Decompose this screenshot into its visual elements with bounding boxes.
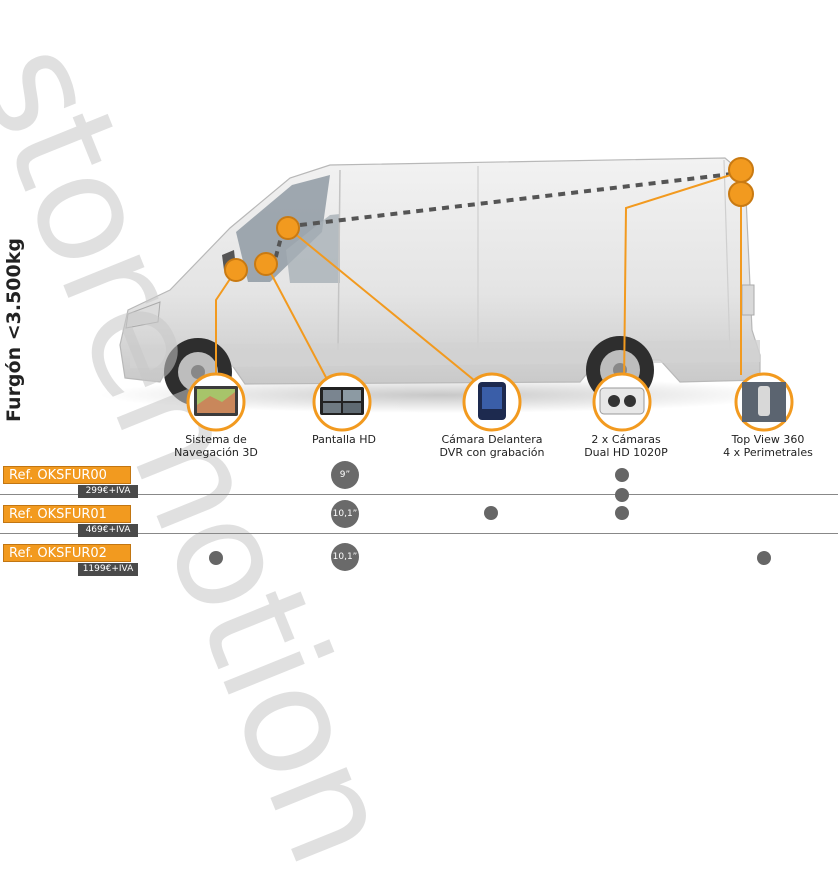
feature-dot-top-view bbox=[757, 551, 771, 565]
node-navigation bbox=[224, 258, 248, 282]
product-label-top-view: Top View 360 4 x Perimetrales bbox=[723, 433, 813, 459]
kit-ref-badge: Ref. OKSFUR02 bbox=[3, 544, 131, 562]
node-top-view bbox=[728, 181, 754, 207]
navigation-screen-icon bbox=[186, 372, 246, 432]
feature-dot-dual-camera bbox=[615, 488, 629, 502]
top-view-360-icon bbox=[734, 372, 794, 432]
hd-monitor-icon bbox=[312, 372, 372, 432]
node-dual-camera bbox=[728, 157, 754, 183]
row-divider bbox=[0, 494, 838, 495]
product-label-monitor: Pantalla HD bbox=[312, 433, 376, 446]
product-kit-chart: storemotion bbox=[0, 20, 838, 883]
front-dvr-camera-icon bbox=[462, 372, 522, 432]
callout-lines bbox=[186, 157, 794, 432]
node-monitor bbox=[254, 252, 278, 276]
row-divider bbox=[0, 533, 838, 534]
node-front-camera bbox=[276, 216, 300, 240]
kit-price-badge: 469€+IVA bbox=[78, 524, 138, 537]
vehicle-type-label: Furgón <3.500kg bbox=[3, 238, 25, 422]
kit-price-badge: 1199€+IVA bbox=[78, 563, 138, 576]
feature-dot-front-dvr bbox=[484, 506, 498, 520]
kit-ref-badge: Ref. OKSFUR01 bbox=[3, 505, 131, 523]
kit-price-badge: 299€+IVA bbox=[78, 485, 138, 498]
kit-ref-badge: Ref. OKSFUR00 bbox=[3, 466, 131, 484]
feature-dot-dual-camera bbox=[615, 506, 629, 520]
product-label-dual-camera: 2 x Cámaras Dual HD 1020P bbox=[584, 433, 668, 459]
product-label-front-dvr: Cámara Delantera DVR con grabación bbox=[439, 433, 545, 459]
screen-size-badge: 10,1” bbox=[331, 500, 359, 528]
dual-camera-icon bbox=[592, 372, 652, 432]
feature-dot-dual-camera bbox=[615, 468, 629, 482]
screen-size-badge: 9” bbox=[331, 461, 359, 489]
feature-dot-navigation bbox=[209, 551, 223, 565]
screen-size-badge: 10,1” bbox=[331, 543, 359, 571]
product-label-navigation: Sistema de Navegación 3D bbox=[174, 433, 258, 459]
